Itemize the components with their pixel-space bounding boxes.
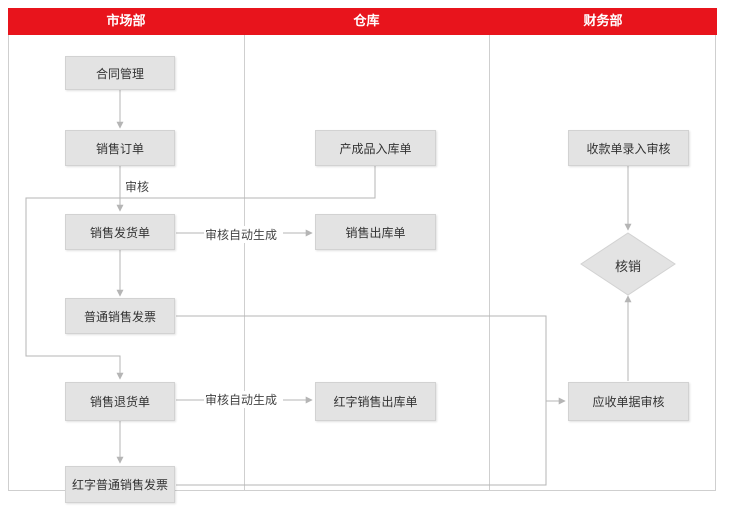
edge-label-auto-gen-1: 审核自动生成 xyxy=(205,226,278,243)
lane-header-warehouse: 仓库 xyxy=(353,14,380,29)
node-receivable-audit: 应收单据审核 xyxy=(568,382,689,421)
swimlane-header-bar xyxy=(8,8,717,35)
lane-header-finance: 财务部 xyxy=(583,14,623,29)
edge-inbound-loop-to-return xyxy=(25,166,376,380)
node-contract-management: 合同管理 xyxy=(65,56,175,90)
node-product-inbound: 产成品入库单 xyxy=(315,130,436,166)
edge-invoice-to-receivable xyxy=(176,315,566,405)
swimlane-frame xyxy=(8,35,716,491)
edge-red-invoice-to-receivable xyxy=(176,401,547,486)
node-sales-outbound: 销售出库单 xyxy=(315,214,436,250)
lane-divider-1 xyxy=(244,35,245,491)
edge-label-audit: 审核 xyxy=(125,180,150,194)
node-sales-delivery: 销售发货单 xyxy=(65,214,175,250)
node-red-outbound: 红字销售出库单 xyxy=(315,382,436,421)
node-writeoff-label: 核销 xyxy=(614,260,641,275)
node-red-invoice: 红字普通销售发票 xyxy=(65,466,175,503)
lane-divider-2 xyxy=(489,35,490,491)
node-normal-invoice: 普通销售发票 xyxy=(65,298,175,334)
lane-header-marketing: 市场部 xyxy=(106,14,146,29)
node-sales-order: 销售订单 xyxy=(65,130,175,166)
node-receipt-entry: 收款单录入审核 xyxy=(568,130,689,166)
node-sales-return: 销售退货单 xyxy=(65,382,175,421)
edge-label-auto-gen-2: 审核自动生成 xyxy=(205,391,278,408)
writeoff-diamond xyxy=(580,232,676,296)
